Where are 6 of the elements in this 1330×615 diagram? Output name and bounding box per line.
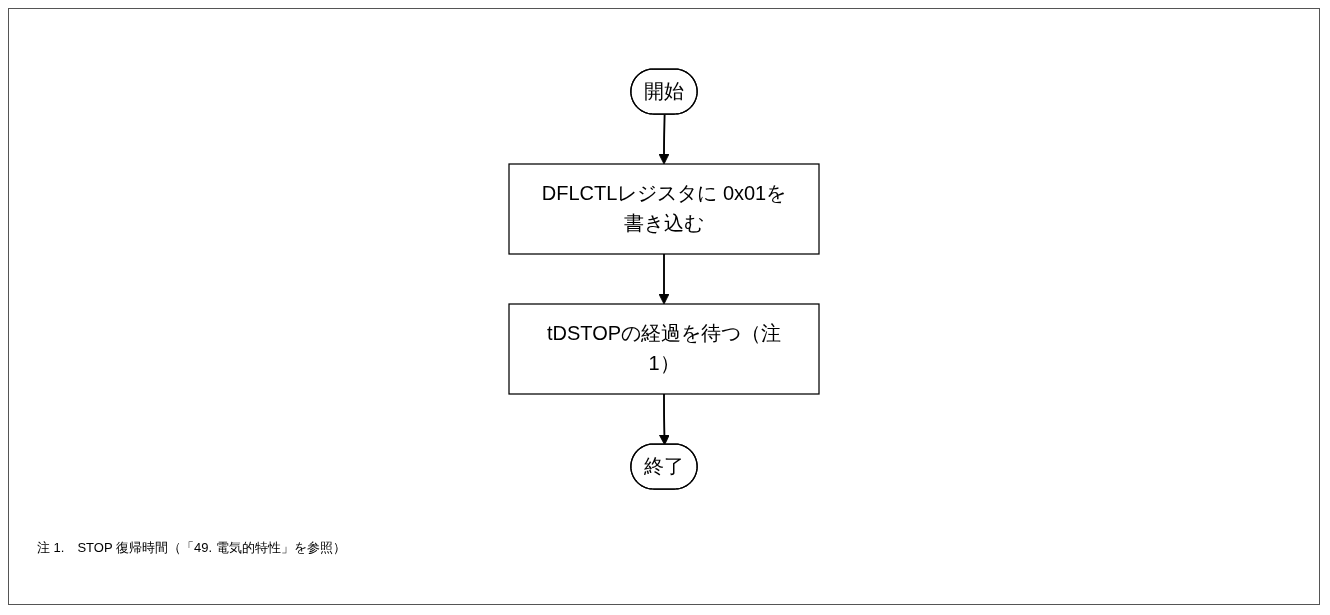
arrow xyxy=(658,113,670,165)
arrow xyxy=(658,393,670,446)
node-box: DFLCTLレジスタに 0x01を書き込む xyxy=(508,163,820,255)
footnote: 注 1. STOP 復帰時間（「49. 電気的特性」を参照） xyxy=(37,539,346,557)
node-box: tDSTOPの経過を待つ（注1） xyxy=(508,303,820,395)
arrow xyxy=(658,253,670,305)
